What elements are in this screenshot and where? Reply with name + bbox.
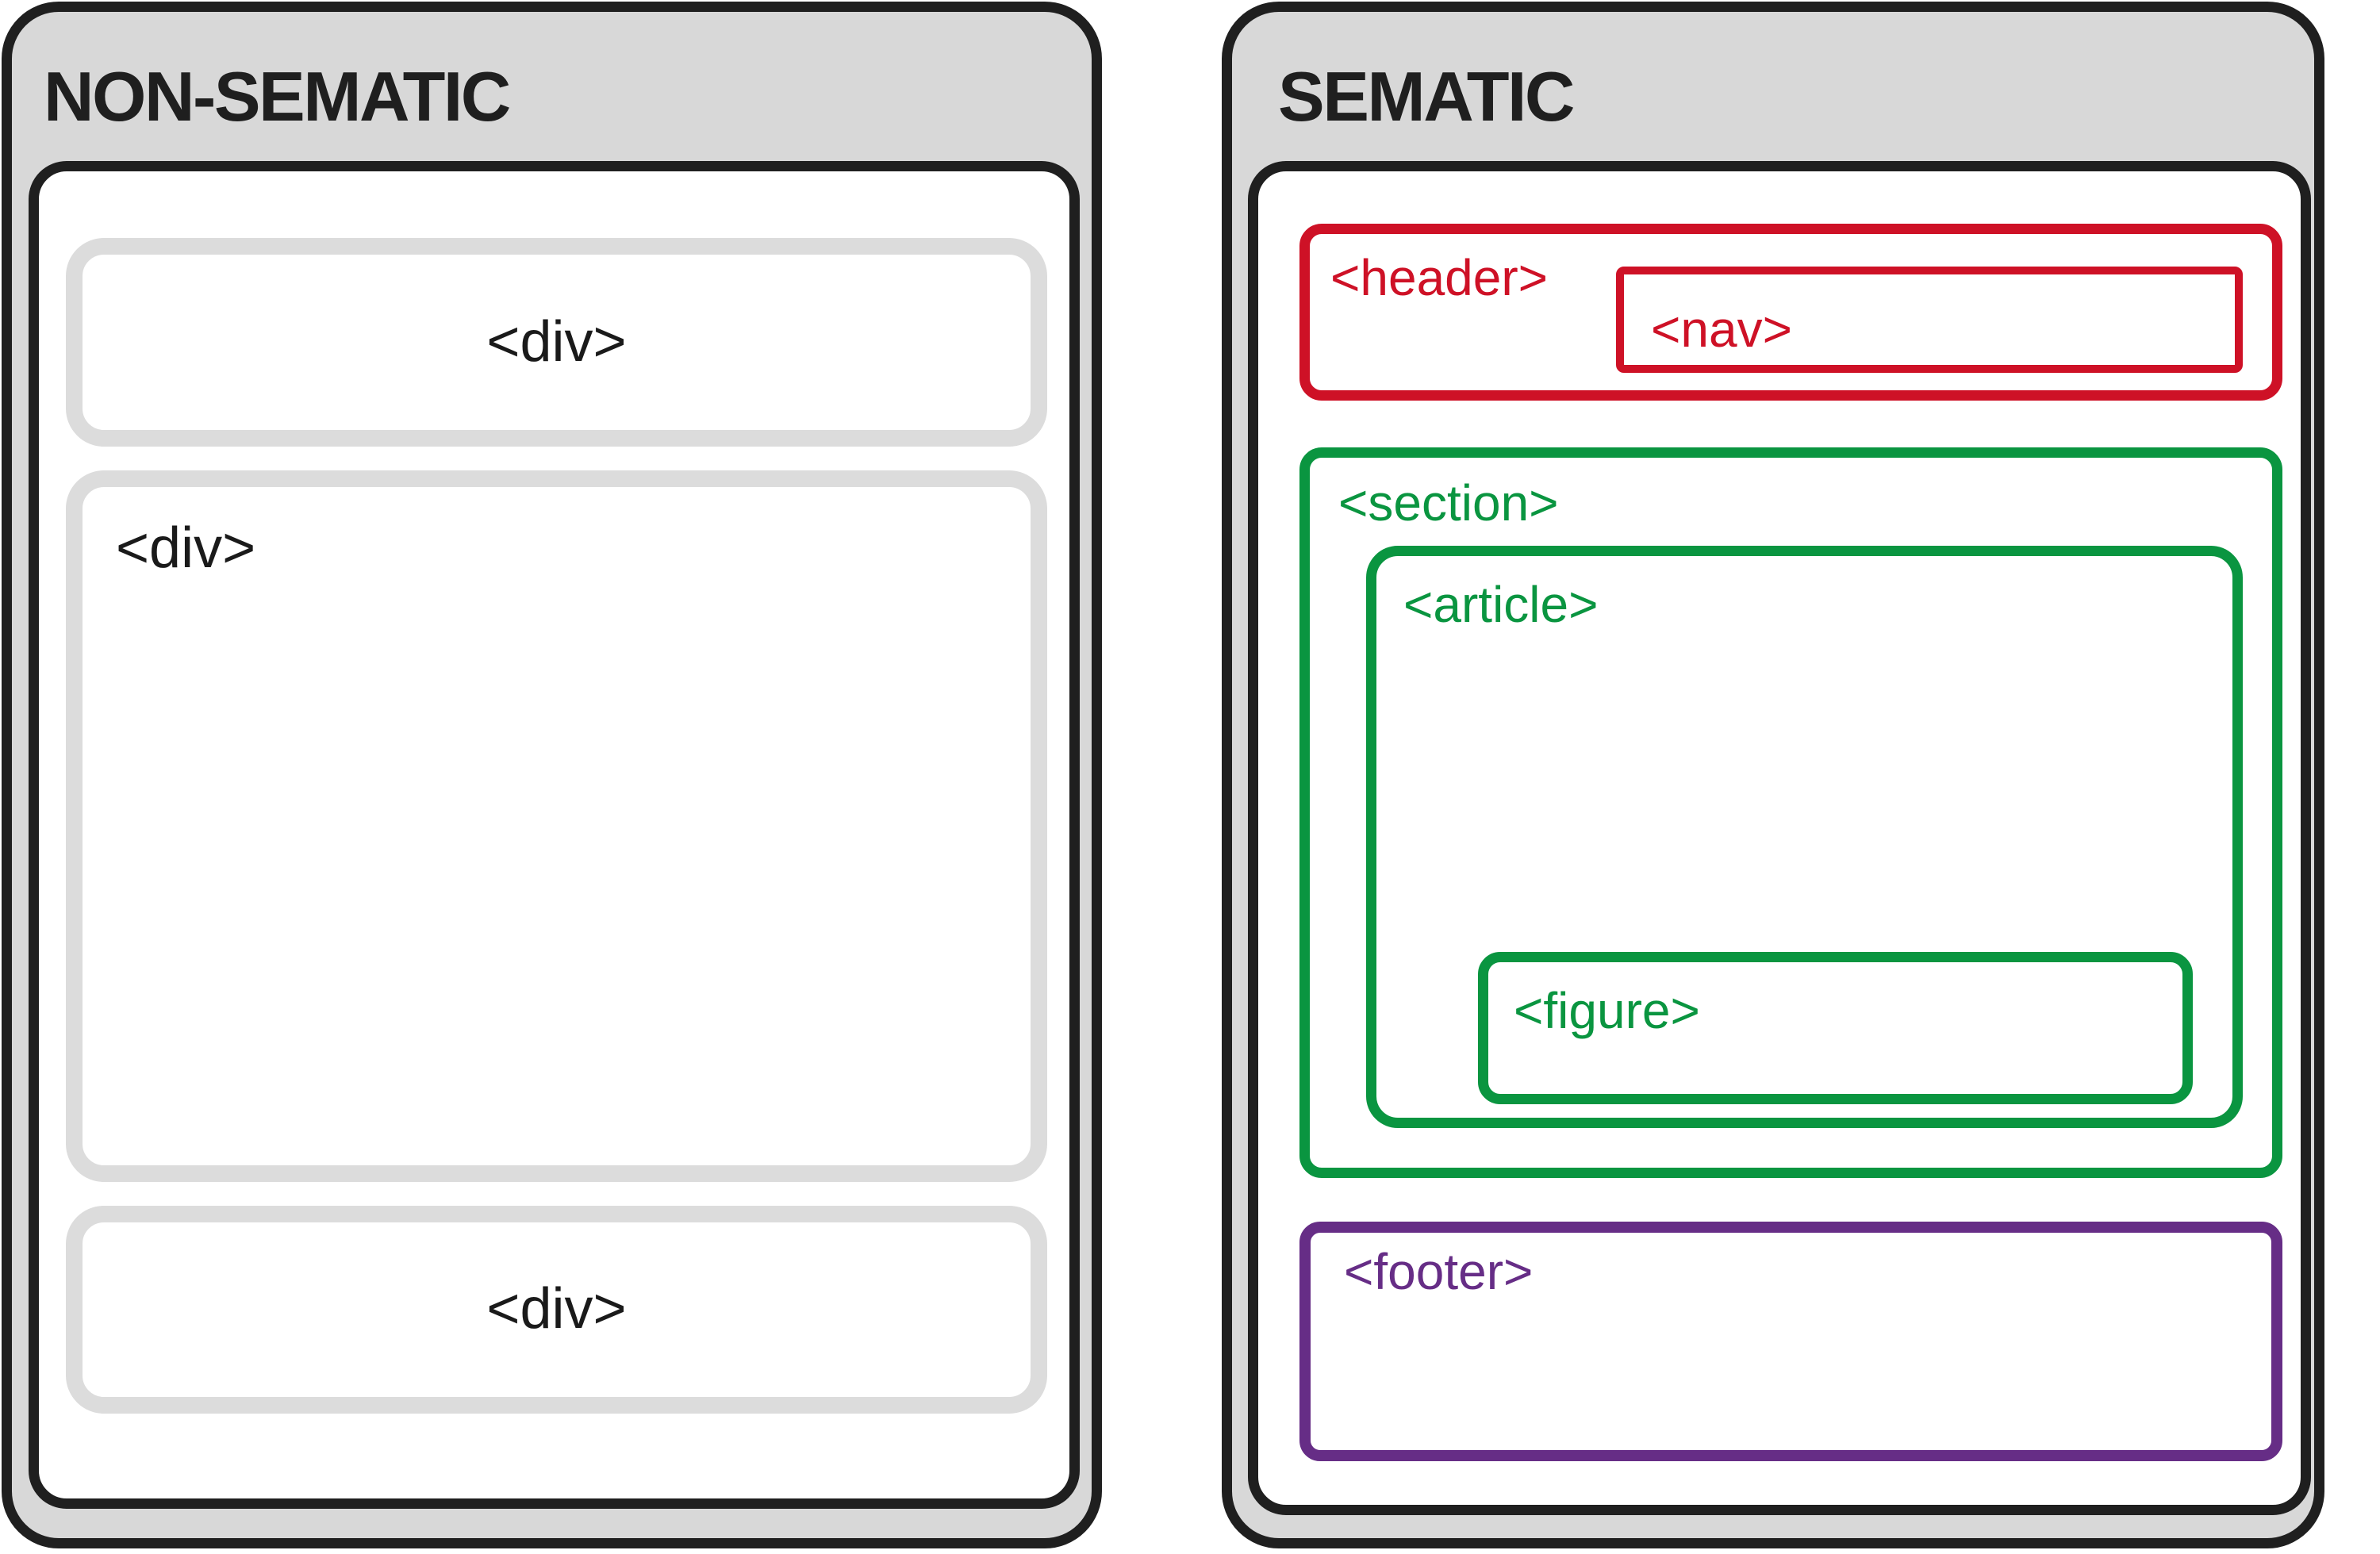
article-element-box: <article> <figure> bbox=[1366, 546, 2243, 1128]
nav-element-box: <nav> bbox=[1616, 267, 2243, 373]
figure-tag-label: <figure> bbox=[1514, 982, 1700, 1039]
div-box-bottom: <div> bbox=[66, 1206, 1047, 1414]
footer-tag-label: <footer> bbox=[1344, 1243, 1534, 1300]
div-tag-label: <div> bbox=[486, 1277, 627, 1341]
nav-tag-label: <nav> bbox=[1651, 301, 1792, 358]
semantic-card: SEMATIC <header> <nav> <section> <articl… bbox=[1222, 2, 2324, 1548]
header-tag-label: <header> bbox=[1330, 249, 1549, 306]
div-tag-label: <div> bbox=[116, 516, 256, 580]
section-tag-label: <section> bbox=[1338, 474, 1559, 531]
article-tag-label: <article> bbox=[1403, 576, 1599, 633]
div-tag-label: <div> bbox=[486, 309, 627, 374]
non-semantic-page-panel: <div> <div> <div> bbox=[29, 161, 1080, 1509]
header-element-box: <header> <nav> bbox=[1299, 224, 2282, 401]
section-element-box: <section> <article> <figure> bbox=[1299, 447, 2282, 1178]
semantic-page-panel: <header> <nav> <section> <article> <figu… bbox=[1248, 161, 2311, 1515]
footer-element-box: <footer> bbox=[1299, 1222, 2282, 1461]
non-semantic-title: NON-SEMATIC bbox=[44, 57, 511, 136]
semantic-title: SEMATIC bbox=[1278, 57, 1575, 136]
non-semantic-card: NON-SEMATIC <div> <div> <div> bbox=[2, 2, 1102, 1548]
figure-element-box: <figure> bbox=[1478, 952, 2193, 1104]
div-box-top: <div> bbox=[66, 238, 1047, 447]
div-box-middle: <div> bbox=[66, 470, 1047, 1182]
